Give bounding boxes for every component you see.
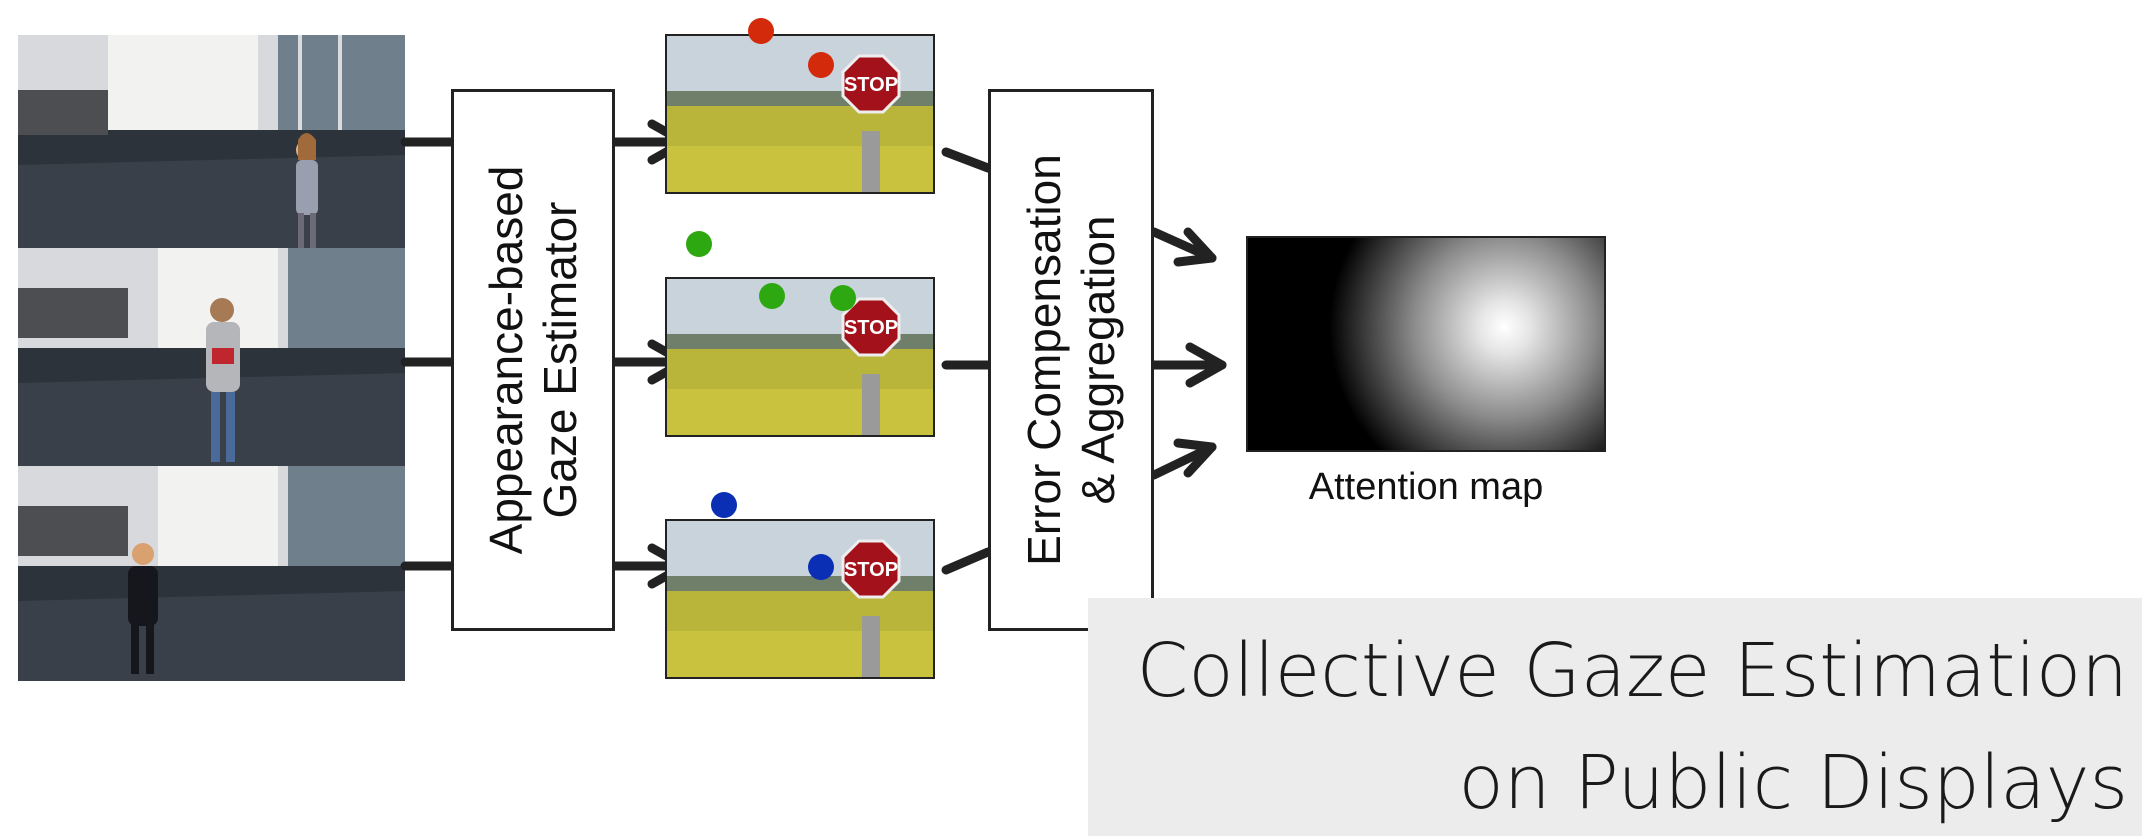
- gaze-dot-green-2: [759, 283, 785, 309]
- title-panel: Collective Gaze Estimation on Public Dis…: [1088, 598, 2142, 836]
- connector-line-scene-1: [941, 147, 993, 173]
- stop-sign-text-1: STOP: [844, 74, 898, 96]
- stop-sign-text-3: STOP: [844, 559, 898, 581]
- aggregation-box: Error Compensation & Aggregation: [988, 89, 1154, 631]
- gaze-dot-green-3: [830, 285, 856, 311]
- input-photo-person-1: [18, 35, 405, 248]
- arrow-to-map-3: [1149, 438, 1217, 480]
- gaze-dot-green-1: [686, 231, 712, 257]
- scene-image-2: STOP: [665, 277, 935, 437]
- input-photo-person-3: [18, 466, 405, 681]
- title-line-2: on Public Displays: [1458, 740, 2128, 826]
- arrow-to-map-1: [1149, 227, 1217, 267]
- attention-map: [1246, 236, 1606, 452]
- attention-map-caption: Attention map: [1308, 466, 1544, 508]
- gaze-dot-blue-1: [711, 492, 737, 518]
- scene-image-3: STOP: [665, 519, 935, 679]
- input-photo-person-2: [18, 248, 405, 466]
- arrow-to-map-2: [1149, 342, 1227, 388]
- title-line-1: Collective Gaze Estimation: [1136, 628, 2128, 714]
- scene-image-1: STOP: [665, 34, 935, 194]
- connector-line-scene-3: [941, 547, 993, 575]
- gaze-estimator-box: Appearance-based Gaze Estimator: [451, 89, 615, 631]
- gaze-dot-red-1: [748, 18, 774, 44]
- gaze-dot-blue-2: [808, 554, 834, 580]
- gaze-dot-red-2: [808, 52, 834, 78]
- stop-sign-text-2: STOP: [844, 317, 898, 339]
